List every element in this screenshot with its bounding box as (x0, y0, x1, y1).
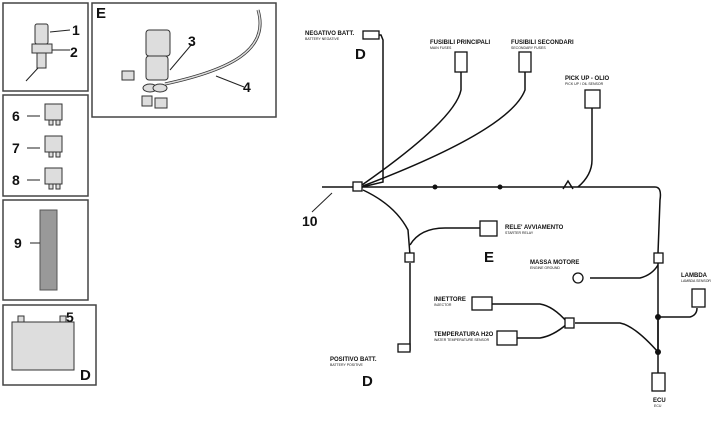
sublabel-temperatura: WATER TEMPERATURE SENSOR (434, 338, 490, 342)
label-massa: MASSA MOTORE (530, 260, 579, 266)
label-ecu: ECU (653, 398, 666, 404)
label-temperatura: TEMPERATURA H2O (434, 332, 494, 338)
callout-5: 5 (66, 309, 74, 325)
ground-ring-terminal (572, 272, 584, 284)
negative-terminal (362, 30, 380, 40)
panel-sleeve: 9 (2, 199, 89, 301)
harness-wires (311, 34, 698, 373)
branch-connector (404, 252, 415, 263)
positive-terminal (397, 343, 411, 353)
key-part-icon (34, 23, 49, 45)
sublabel-rele: STARTER RELAY (505, 231, 534, 235)
temperature-connector (496, 330, 518, 346)
letter-d: D (80, 367, 91, 384)
sublabel-lambda: LAMBDA SENSOR (681, 279, 711, 283)
label-negativo: NEGATIVO BATT. (305, 31, 354, 37)
sublabel-pickup: PICK UP / OIL SENSOR (565, 82, 604, 86)
injector-connector (471, 296, 493, 311)
letter-e-relay: E (484, 249, 494, 266)
panel-starter: E 3 4 (91, 2, 277, 118)
label-rele: RELE' AVVIAMENTO (505, 225, 564, 231)
callout-2: 2 (70, 44, 78, 60)
fuse-icon (44, 135, 63, 158)
label-iniettore: INIETTORE (434, 297, 466, 303)
fuse-icon (44, 103, 63, 126)
callout-8: 8 (12, 172, 20, 188)
starter-switch-icon (145, 29, 171, 57)
battery-icon (11, 321, 75, 371)
letter-d-negative: D (355, 46, 366, 63)
key-holder-part-icon (31, 43, 53, 54)
branch-connector (564, 317, 575, 329)
main-fuses-connector (454, 51, 468, 73)
sublabel-negativo: BATTERY NEGATIVE (305, 37, 340, 41)
sublabel-fusibili-secondari: SECONDARY FUSES (511, 46, 546, 50)
label-lambda: LAMBDA (681, 273, 708, 279)
secondary-fuses-connector (518, 51, 532, 73)
sublabel-ecu: ECU (654, 404, 662, 408)
callout-1: 1 (72, 22, 80, 38)
callout-4: 4 (243, 79, 251, 95)
ecu-connector (651, 372, 666, 392)
label-pickup: PICK UP - OLIO (565, 76, 610, 82)
harness-labels: 10 NEGATIVO BATT. BATTERY NEGATIVE D FUS… (302, 31, 711, 408)
callout-6: 6 (12, 108, 20, 124)
lambda-connector (691, 288, 706, 308)
harness-connectors (352, 30, 706, 392)
panel-key: 1 2 (2, 2, 89, 92)
sublabel-fusibili-principali: MAIN FUSES (430, 46, 452, 50)
branch-connector (653, 252, 664, 264)
sublabel-positivo: BATTERY POSITIVE (330, 363, 364, 367)
fuse-icon (44, 167, 63, 190)
panel-battery: 5 D (2, 304, 97, 386)
sublabel-massa: ENGINE GROUND (530, 266, 560, 270)
panel-fuses: 6 7 8 (2, 94, 89, 197)
pickup-connector (584, 89, 601, 109)
callout-9: 9 (14, 235, 22, 251)
junction-connector (352, 181, 363, 192)
callout-3: 3 (188, 33, 196, 49)
label-fusibili-principali: FUSIBILI PRINCIPALI (430, 40, 491, 46)
key-connector-icon (36, 52, 47, 69)
letter-d-positive: D (362, 373, 373, 390)
starter-relay-connector (479, 220, 498, 237)
sublabel-iniettore: INJECTOR (434, 303, 452, 307)
callout-10: 10 (302, 213, 318, 229)
label-positivo: POSITIVO BATT. (330, 357, 377, 363)
letter-e: E (96, 5, 106, 22)
label-fusibili-secondari: FUSIBILI SECONDARI (511, 40, 574, 46)
corrugated-sleeve-icon (39, 209, 58, 291)
callout-7: 7 (12, 140, 20, 156)
